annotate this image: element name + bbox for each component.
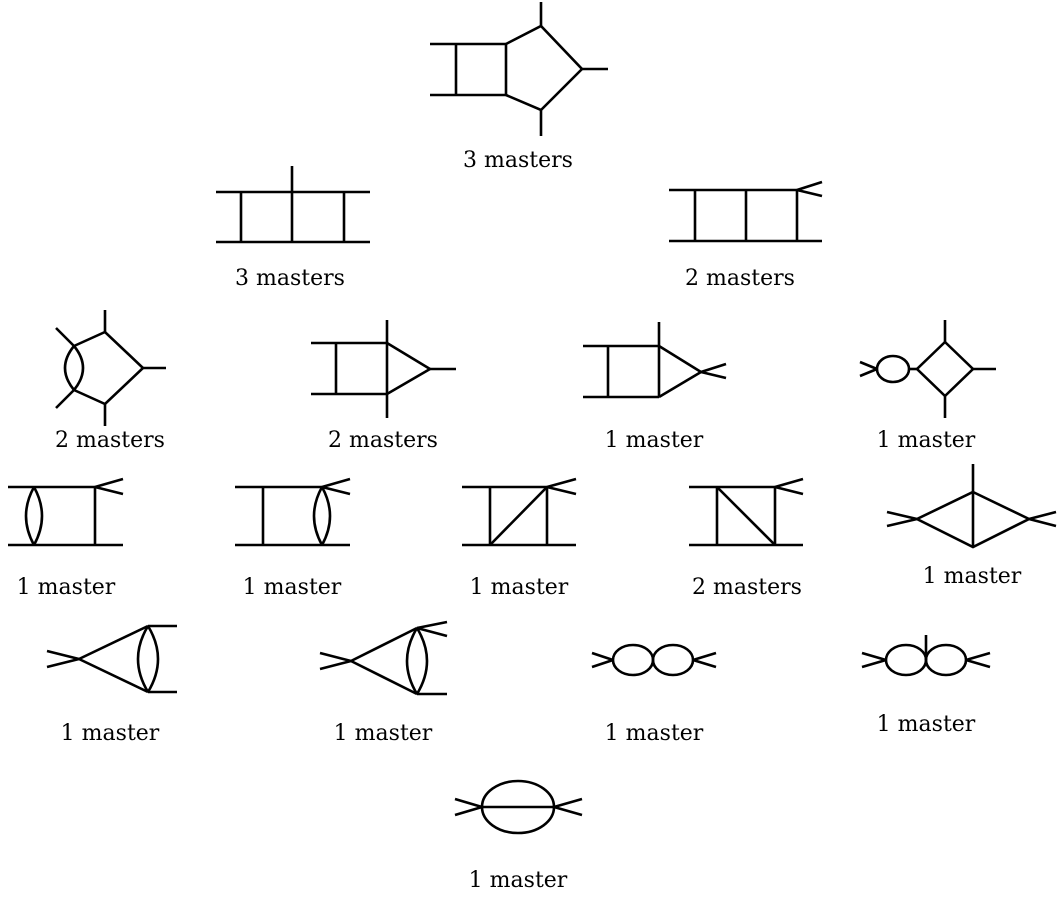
diagram-label: 1 master — [60, 721, 160, 746]
diagram-label: 1 master — [469, 575, 569, 600]
diagram-label: 2 masters — [685, 266, 795, 291]
diagram-label: 2 masters — [328, 428, 438, 453]
diagram-label: 1 master — [922, 564, 1022, 589]
diagram-label: 3 masters — [463, 148, 573, 173]
diagram-label: 1 master — [876, 712, 976, 737]
diagram-label: 1 master — [16, 575, 116, 600]
diagram-label: 3 masters — [235, 266, 345, 291]
diagram-label: 2 masters — [55, 428, 165, 453]
diagram-label: 2 masters — [692, 575, 802, 600]
diagram-label: 1 master — [333, 721, 433, 746]
diagram-label: 1 master — [876, 428, 976, 453]
diagram-label: 1 master — [604, 428, 704, 453]
diagram-label: 1 master — [468, 868, 568, 893]
diagram-label: 1 master — [604, 721, 704, 746]
diagram-label: 1 master — [242, 575, 342, 600]
